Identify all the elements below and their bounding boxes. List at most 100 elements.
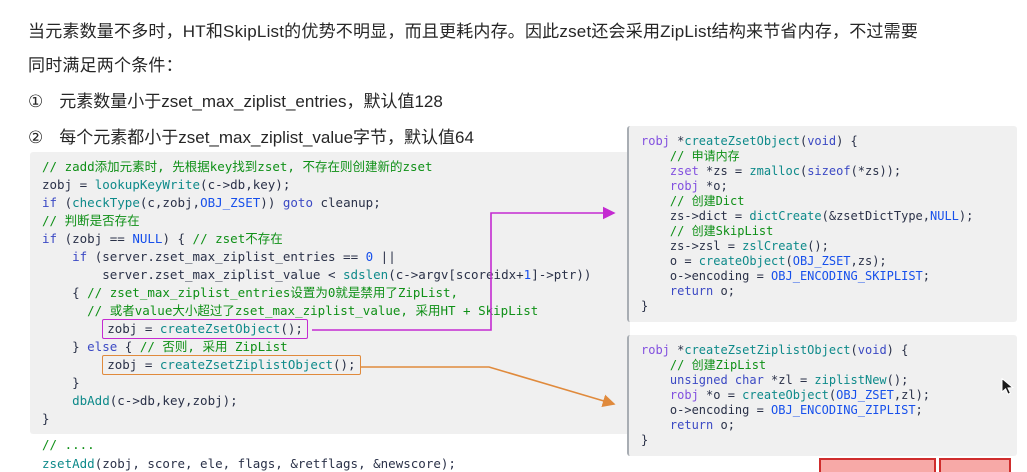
code-line: // 创建ZipList bbox=[641, 358, 1005, 373]
code-token: *o; bbox=[698, 179, 728, 193]
code-token: createZsetZiplistObject bbox=[684, 343, 851, 357]
code-token: robj bbox=[669, 388, 699, 402]
code-token: // 否则, 采用 ZipList bbox=[139, 339, 288, 354]
code-token: if bbox=[42, 195, 58, 210]
code-token: void bbox=[857, 343, 887, 357]
code-token: ( bbox=[785, 254, 793, 268]
code-token: createObject bbox=[742, 388, 829, 402]
code-line: } bbox=[42, 374, 618, 392]
zadd-code-block: // zadd添加元素时, 先根据key找到zset, 不存在则创建新的zset… bbox=[30, 152, 630, 434]
code-line: // 创建SkipList bbox=[641, 224, 1005, 239]
code-token: (); bbox=[280, 321, 303, 336]
code-token bbox=[641, 418, 670, 432]
code-token bbox=[641, 179, 670, 193]
code-token: ; bbox=[915, 403, 923, 417]
code-token: ( bbox=[57, 195, 73, 210]
zadd-code-tail: // ....zsetAdd(zobj, score, ele, flags, … bbox=[42, 436, 456, 472]
code-token: // 创建Dict bbox=[669, 194, 745, 208]
code-line: if (checkType(c,zobj,OBJ_ZSET)) goto cle… bbox=[42, 194, 618, 212]
code-token bbox=[641, 284, 670, 298]
code-token: * bbox=[669, 343, 685, 357]
code-token bbox=[641, 224, 670, 238]
code-line: robj *o; bbox=[641, 179, 1005, 194]
code-token: // zset_max_ziplist_entries设置为0就是禁用了ZipL… bbox=[87, 285, 459, 300]
code-token: OBJ_ENCODING_SKIPLIST bbox=[771, 269, 923, 283]
code-token: ( bbox=[799, 134, 808, 148]
code-token bbox=[641, 194, 670, 208]
code-token: )) bbox=[260, 195, 283, 210]
code-token: (c->db,key); bbox=[200, 177, 291, 192]
code-line: robj *createZsetObject(void) { bbox=[641, 134, 1005, 149]
code-line: zobj = lookupKeyWrite(c->db,key); bbox=[42, 176, 618, 194]
code-token: (); bbox=[886, 373, 909, 387]
code-token: // zset不存在 bbox=[192, 231, 283, 246]
code-token: sizeof bbox=[807, 164, 851, 178]
code-token: ) { bbox=[886, 343, 909, 357]
code-line: } bbox=[42, 410, 618, 428]
code-token: OBJ_ZSET bbox=[792, 254, 851, 268]
circled-two-marker: ② bbox=[28, 128, 44, 147]
code-token: robj bbox=[641, 134, 670, 148]
create-zset-object-code-block: robj *createZsetObject(void) { // 申请内存 z… bbox=[627, 126, 1017, 322]
code-token: } bbox=[641, 299, 649, 313]
code-token: (&zsetDictType, bbox=[821, 209, 930, 223]
code-token: NULL bbox=[930, 209, 959, 223]
code-token bbox=[641, 164, 670, 178]
code-token: // 创建ZipList bbox=[669, 358, 767, 372]
code-token: o; bbox=[713, 418, 735, 432]
code-line: { // zset_max_ziplist_entries设置为0就是禁用了Zi… bbox=[42, 284, 618, 302]
code-token: if bbox=[42, 231, 58, 246]
code-line: o->encoding = OBJ_ENCODING_SKIPLIST; bbox=[641, 269, 1005, 284]
code-line: zobj = createZsetObject(); bbox=[42, 319, 618, 339]
code-token: o->encoding = bbox=[641, 269, 772, 283]
code-token bbox=[42, 303, 87, 318]
code-token: zobj = bbox=[107, 357, 160, 372]
code-line: // .... bbox=[42, 436, 456, 455]
code-line: dbAdd(c->db,key,zobj); bbox=[42, 392, 618, 410]
code-line: // 创建Dict bbox=[641, 194, 1005, 209]
code-token: (); bbox=[807, 239, 829, 253]
code-token: robj bbox=[669, 179, 699, 193]
code-line: o->encoding = OBJ_ENCODING_ZIPLIST; bbox=[641, 403, 1005, 418]
code-token: // 或者value大小超过了zset_max_ziplist_value, 采… bbox=[87, 303, 539, 318]
code-token: createZsetObject bbox=[159, 321, 281, 336]
code-token: } bbox=[641, 433, 649, 447]
code-token: ( bbox=[850, 343, 858, 357]
code-token bbox=[641, 388, 670, 402]
code-line: unsigned char *zl = ziplistNew(); bbox=[641, 373, 1005, 388]
circled-one-marker: ① bbox=[28, 92, 44, 111]
code-line: // zadd添加元素时, 先根据key找到zset, 不存在则创建新的zset bbox=[42, 158, 618, 176]
code-token: createZsetZiplistObject bbox=[159, 357, 333, 372]
code-token: sdslen bbox=[343, 267, 389, 282]
code-token: (server.zset_max_ziplist_entries == bbox=[87, 249, 366, 264]
code-token: zmalloc bbox=[749, 164, 800, 178]
code-token: OBJ_ENCODING_ZIPLIST bbox=[771, 403, 916, 417]
condition-2-text: 每个元素都小于zset_max_ziplist_value字节，默认值64 bbox=[59, 128, 474, 147]
code-token: ziplistNew bbox=[814, 373, 887, 387]
code-token: ) { bbox=[836, 134, 858, 148]
code-token: OBJ_ZSET bbox=[836, 388, 894, 402]
code-token bbox=[42, 393, 72, 408]
intro-paragraph-line-1: 当元素数量不多时，HT和SkipList的优势不明显，而且更耗内存。因此zset… bbox=[28, 22, 919, 41]
code-token: goto bbox=[282, 195, 313, 210]
code-token: (c,zobj, bbox=[139, 195, 201, 210]
code-token: o; bbox=[713, 284, 735, 298]
code-token: // .... bbox=[42, 437, 95, 452]
code-line: // 或者value大小超过了zset_max_ziplist_value, 采… bbox=[42, 302, 618, 320]
code-token: ,zs); bbox=[850, 254, 887, 268]
code-token: (); bbox=[333, 357, 356, 372]
code-token: zobj = bbox=[42, 177, 95, 192]
code-token: *zl = bbox=[763, 373, 815, 387]
condition-1-text: 元素数量小于zset_max_ziplist_entries，默认值128 bbox=[59, 92, 443, 111]
code-token: server.zset_max_ziplist_value < bbox=[42, 267, 344, 282]
code-line: zobj = createZsetZiplistObject(); bbox=[42, 355, 618, 375]
code-token: } bbox=[42, 411, 50, 426]
code-token: zobj = bbox=[107, 321, 160, 336]
code-line: zset *zs = zmalloc(sizeof(*zs)); bbox=[641, 164, 1005, 179]
code-token: // 申请内存 bbox=[669, 149, 740, 163]
code-token: if bbox=[72, 249, 88, 264]
code-token: zsetAdd bbox=[42, 455, 95, 471]
code-token: zs->dict = bbox=[641, 209, 750, 223]
code-token: ; bbox=[922, 269, 930, 283]
code-line: return o; bbox=[641, 284, 1005, 299]
